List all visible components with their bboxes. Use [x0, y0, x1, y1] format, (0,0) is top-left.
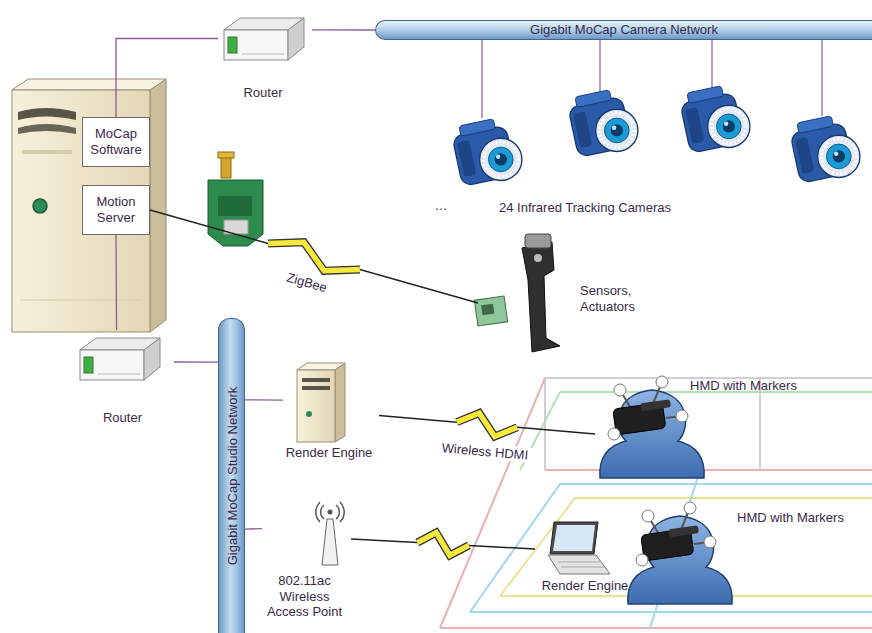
edge-label-holder: ZigBee [282, 266, 332, 296]
node-label: 802.11ac Wireless Access Point [262, 573, 347, 620]
node-label: Gigabit MoCap Studio Network [219, 326, 246, 626]
laptop [548, 522, 610, 574]
label-holder: 24 Infrared Tracking Cameras [496, 198, 674, 216]
node-label: Gigabit MoCap Camera Network [376, 21, 872, 39]
xbee-radio [208, 152, 263, 246]
lightning-bolt [268, 242, 360, 271]
wireless-line [150, 210, 478, 303]
bolt-outline [457, 413, 517, 436]
node-label: Render Engine [283, 445, 375, 461]
software-box: Motion Server [82, 185, 150, 235]
network-cable [312, 29, 375, 30]
wireless-line [379, 413, 595, 436]
network-link [174, 362, 218, 363]
network-band: Gigabit MoCap Studio Network [218, 318, 245, 633]
headset-user: HMD with Markers [628, 500, 863, 605]
access-point: 802.11ac Wireless Access Point [262, 500, 351, 630]
network-cable [245, 528, 262, 530]
sensor-device: Sensors, Actuators [478, 228, 648, 353]
network-cable [174, 361, 218, 362]
camera-drops [482, 40, 822, 118]
network-band: Gigabit MoCap Camera Network [375, 20, 872, 40]
lightning-bolt [457, 413, 517, 436]
network-cable [116, 39, 218, 118]
network-link [245, 528, 262, 529]
infrared-cameras [452, 86, 860, 187]
link-label: ZigBee [282, 268, 332, 295]
link-label: Wireless HDMI [438, 440, 532, 463]
router: Router [218, 10, 312, 105]
network-link [245, 399, 283, 400]
node-label: Sensors, Actuators [580, 283, 642, 314]
access-point [316, 502, 344, 565]
wireless-link [351, 533, 535, 556]
node-label: HMD with Markers [737, 510, 857, 526]
sensor-device [474, 234, 560, 352]
software-box: MoCap Software [82, 117, 150, 167]
server-tower [12, 79, 166, 332]
caption-label: 24 Infrared Tracking Cameras [496, 200, 674, 215]
wireless-link [150, 210, 478, 303]
headset-users [600, 376, 732, 604]
render-server: Render Engine [283, 355, 379, 465]
network-link [116, 39, 218, 118]
caption-label: … [432, 198, 451, 213]
network-link [116, 235, 118, 330]
edge-label-holder: Wireless HDMI [438, 438, 532, 464]
node-label: Render Engine [535, 578, 635, 594]
bolt-outline [417, 533, 469, 556]
routers [80, 18, 304, 380]
wireless-link [379, 413, 595, 436]
node-label: Router [75, 410, 170, 426]
render-server [297, 363, 345, 442]
lightning-bolt [417, 533, 469, 556]
laptop: Render Engine [535, 515, 639, 600]
node-label: Router [218, 85, 308, 101]
network-cable [115, 235, 117, 330]
node-label: HMD with Markers [690, 378, 820, 394]
router: Router [75, 330, 174, 430]
headset-user: HMD with Markers [595, 365, 830, 480]
node-label: MoCap Software [86, 126, 146, 157]
bolt-outline [268, 242, 360, 271]
network-cable [245, 399, 283, 401]
node-label: Motion Server [86, 194, 146, 225]
wireless-line [351, 533, 535, 556]
label-holder: … [432, 196, 451, 214]
network-link [312, 29, 375, 30]
